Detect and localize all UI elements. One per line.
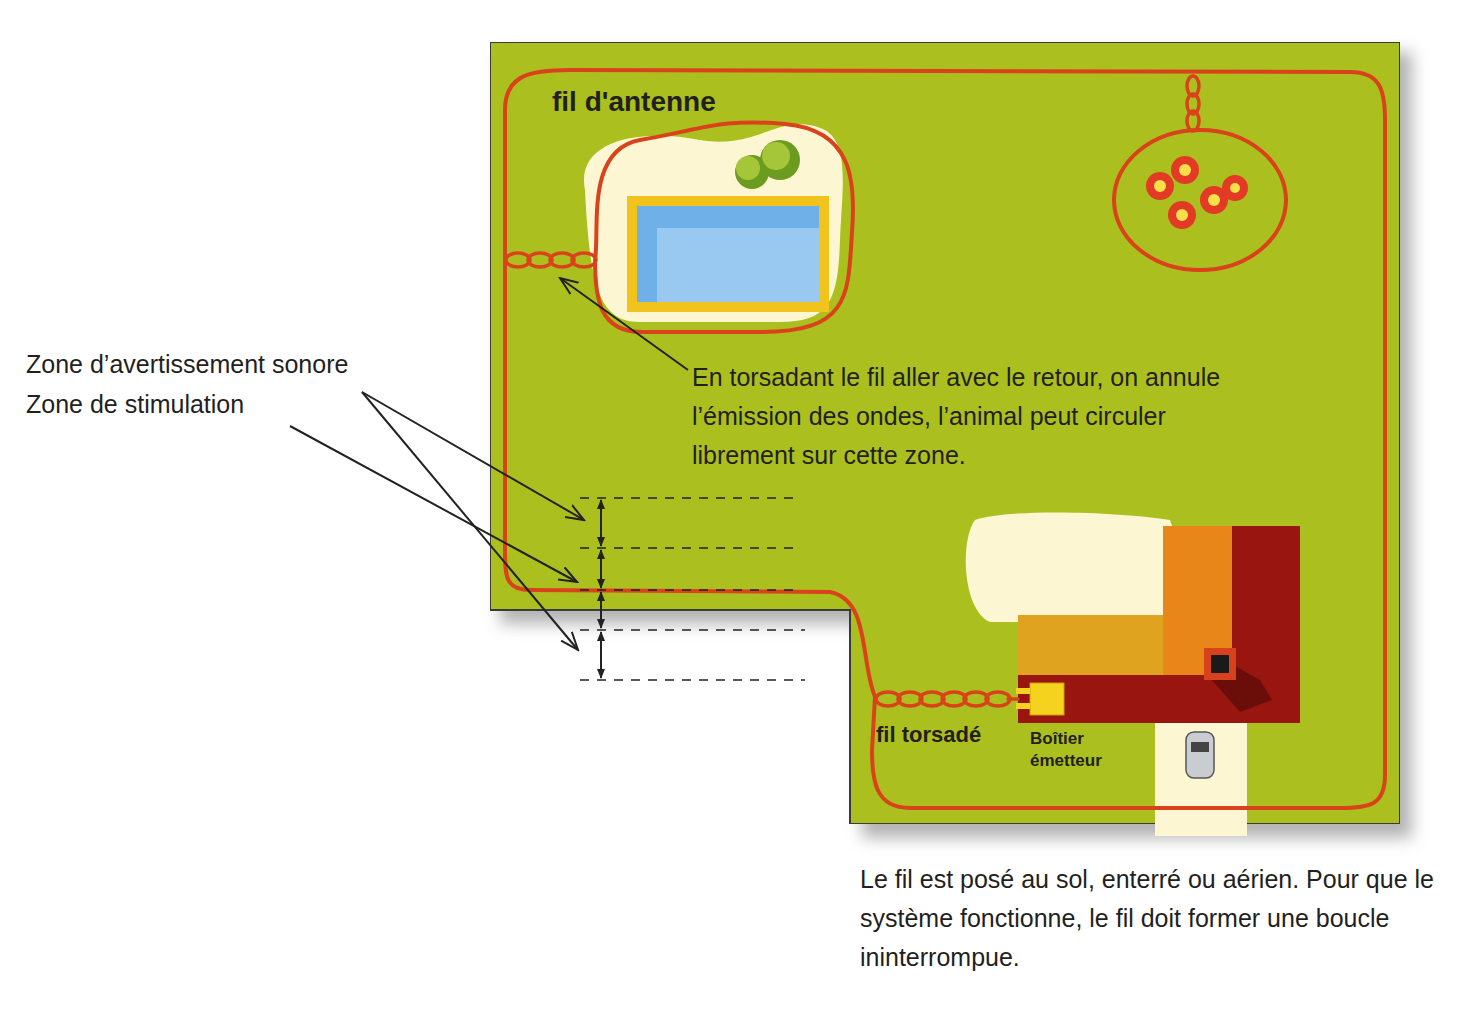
zone-boundary xyxy=(580,498,805,680)
bush xyxy=(760,140,800,180)
house-shadow xyxy=(1210,655,1272,712)
transmitter-plug xyxy=(1016,688,1030,694)
pool-water-shade xyxy=(637,206,819,228)
house-terrace xyxy=(966,512,1179,622)
flowers xyxy=(1146,156,1248,229)
note-text: En torsadant le fil aller avec le retour… xyxy=(692,358,1272,475)
wire-label: fil d'antenne xyxy=(552,86,716,118)
transmitter-box xyxy=(1030,683,1064,715)
leader-line xyxy=(290,278,688,650)
car xyxy=(1186,732,1214,778)
pool-water xyxy=(637,206,819,302)
caption-note: Le fil est posé au sol, enterré ou aérie… xyxy=(860,860,1440,977)
bush xyxy=(762,142,790,170)
pool-terrace xyxy=(584,124,843,322)
zone-dimension xyxy=(600,500,602,678)
wire-label: fil torsadé xyxy=(876,722,981,748)
pool-border xyxy=(627,196,829,312)
bush xyxy=(736,156,760,180)
zone-label: Zone de stimulation xyxy=(26,390,244,419)
component-label: Boîtier émetteur xyxy=(1030,728,1130,772)
antenna-wire xyxy=(505,70,1385,808)
flower-centres xyxy=(1154,164,1240,221)
car-window xyxy=(1191,742,1209,752)
zone-label: Zone d’avertissement sonore xyxy=(26,350,348,379)
house-roof xyxy=(1018,526,1300,723)
transmitter-plug xyxy=(1016,703,1030,709)
pool-water-shade xyxy=(637,206,657,302)
chimney xyxy=(1204,648,1236,680)
house-roof xyxy=(1163,615,1232,650)
driveway xyxy=(1155,722,1247,836)
chimney xyxy=(1211,655,1229,673)
